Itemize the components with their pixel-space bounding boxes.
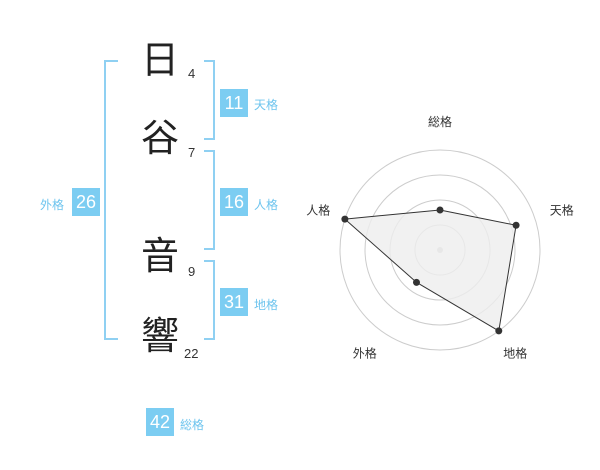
chikaku-value: 31 (220, 288, 248, 316)
tenkaku-label: 天格 (254, 98, 279, 112)
radar-point-3 (495, 327, 503, 335)
radar-axis-label-2: 天格 (550, 202, 574, 217)
tenkaku-bracket-top (204, 60, 215, 62)
gaikaku-bracket (104, 60, 106, 340)
name-char-2: 谷 (140, 116, 179, 160)
jinkaku-value: 16 (220, 188, 248, 216)
radar-axis-label-5: 人格 (306, 202, 330, 217)
gaikaku-bracket-bottom (104, 338, 118, 340)
radar-axis-label-3: 地格 (503, 346, 527, 361)
radar-grid-ring (364, 174, 516, 326)
gaikaku-value: 26 (72, 188, 100, 216)
chikaku-label: 地格 (254, 298, 279, 312)
soukaku-label: 総格 (180, 418, 205, 432)
gaikaku-bracket-top (104, 60, 118, 62)
chikaku-bracket-top (204, 260, 215, 262)
radar-point-1 (436, 206, 444, 214)
radar-point-2 (512, 221, 520, 229)
jinkaku-bracket-top (204, 150, 215, 152)
name-char-4: 響 (140, 314, 179, 358)
name-char-1: 日 (140, 38, 179, 82)
stroke-count-1: 4 (188, 66, 196, 81)
jinkaku-label: 人格 (254, 198, 279, 212)
gaikaku-label: 外格 (40, 198, 65, 212)
stroke-count-4: 22 (184, 346, 199, 361)
name-char-3: 音 (140, 234, 179, 278)
radar-axis-label-1: 総格 (428, 114, 452, 129)
jinkaku-bracket (213, 150, 215, 250)
soukaku-value: 42 (146, 408, 174, 436)
tenkaku-bracket-bottom (204, 138, 215, 140)
jinkaku-bracket-bottom (204, 248, 215, 250)
chikaku-bracket (213, 260, 215, 340)
tenkaku-bracket (213, 60, 215, 140)
radar-axis-label-4: 外格 (353, 346, 377, 361)
tenkaku-value: 11 (220, 89, 248, 117)
stroke-count-3: 9 (188, 264, 196, 279)
radar-point-4 (412, 278, 420, 286)
chikaku-bracket-bottom (204, 338, 215, 340)
stroke-count-2: 7 (188, 145, 196, 160)
radar-point-5 (341, 215, 349, 223)
radar-series-area (343, 209, 517, 332)
radar-grid-ring (339, 149, 541, 351)
